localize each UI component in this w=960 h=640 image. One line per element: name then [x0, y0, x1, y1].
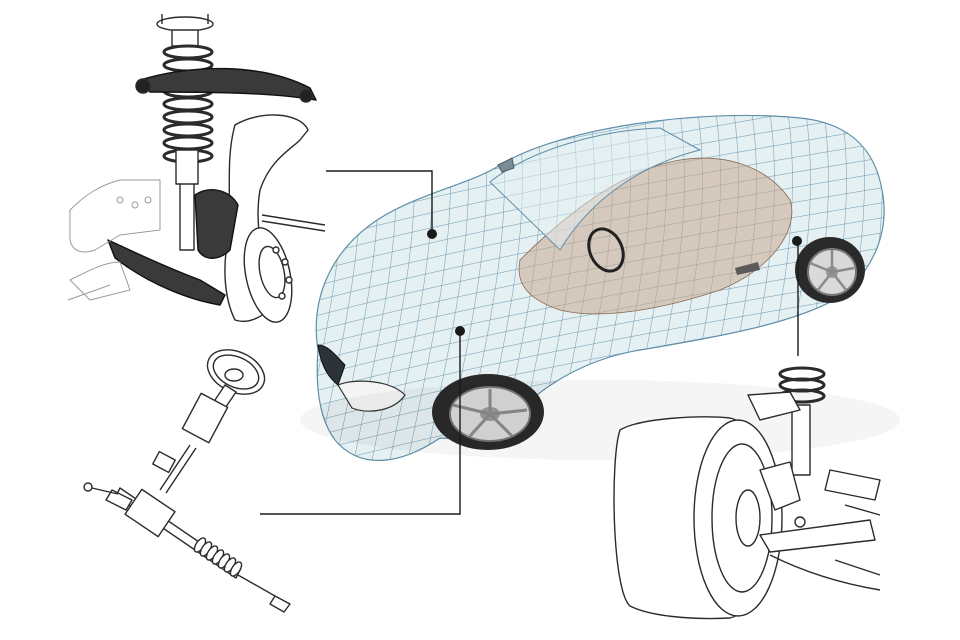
- rack-boot-left: [105, 489, 133, 511]
- rack-boot-right: [193, 537, 243, 577]
- spring-coil: [162, 135, 214, 151]
- spring-coil: [162, 122, 214, 138]
- callout-dot-steering: [455, 326, 465, 336]
- car-side-mirror: [497, 157, 515, 173]
- callout-dot-rear-suspension: [792, 236, 802, 246]
- steering-wheel-icon: [206, 349, 266, 395]
- car-door-handle: [735, 262, 760, 275]
- spring-coil: [162, 109, 214, 125]
- front-suspension-strut-assembly: [67, 14, 326, 323]
- car-front-headlight: [337, 380, 406, 412]
- callout-steering: [260, 333, 461, 515]
- callout-lines: [260, 170, 802, 515]
- car-rear-wheel: [795, 237, 865, 303]
- rear-suspension-and-wheel: [613, 366, 881, 620]
- spring-coil: [162, 96, 214, 112]
- steering-wheel-in-cabin: [587, 227, 625, 273]
- callout-front-suspension: [326, 170, 433, 232]
- car-front-grille: [317, 344, 346, 386]
- boot-fold: [229, 561, 243, 577]
- car-windshield: [489, 127, 702, 251]
- coil-spring-strut-icon: [162, 44, 214, 164]
- spring-coil: [162, 44, 214, 60]
- callout-dot-front-suspension: [427, 229, 437, 239]
- wheel-hub-icon: [735, 489, 761, 547]
- steering-column-and-rack: [83, 349, 291, 613]
